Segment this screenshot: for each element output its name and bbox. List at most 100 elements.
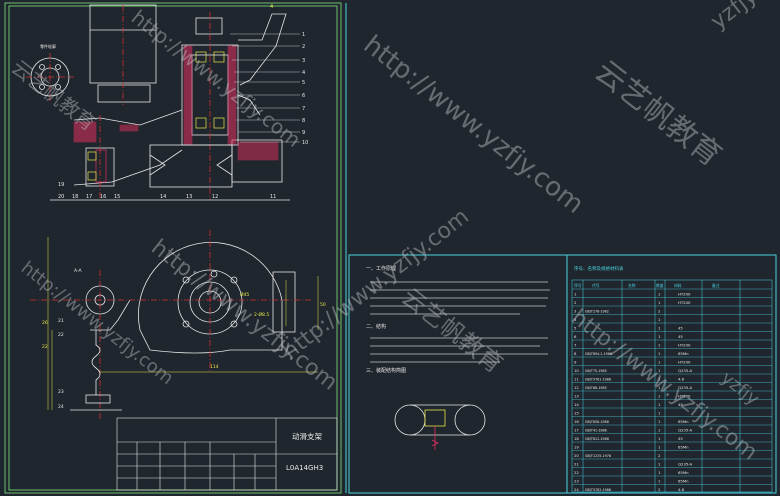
balloon: 14 xyxy=(160,194,166,200)
cell-no: 12 xyxy=(574,385,579,390)
cell-qty: 1 xyxy=(658,410,661,415)
cell-code: GB/T276-1982 xyxy=(585,309,609,313)
cell-code: GB/T5781-1986 xyxy=(585,377,611,381)
cell-no: 3 xyxy=(574,308,577,313)
cell-code: GB/T68-1985 xyxy=(585,386,607,390)
balloon: 5 xyxy=(302,80,305,86)
watermark-short: yzfjy xyxy=(706,0,762,35)
cell-qty: 1 xyxy=(658,342,661,347)
cell-qty: 1 xyxy=(658,359,661,364)
cell-no: 19 xyxy=(574,444,579,449)
cell-material: HT200 xyxy=(678,342,691,347)
cell-material: 4.8 xyxy=(678,487,685,492)
cell-material: 45 xyxy=(678,402,683,407)
cell-material: HT200 xyxy=(678,300,691,305)
front-section-view xyxy=(50,4,290,201)
cell-material: 4.8 xyxy=(678,376,685,381)
cell-no: 8 xyxy=(574,351,577,356)
balloon: 16 xyxy=(100,194,106,200)
cell-code: GB/T5782-1986 xyxy=(585,488,611,492)
pulley-face-view xyxy=(26,53,74,101)
cell-qty: 1 xyxy=(658,444,661,449)
cell-qty: 2 xyxy=(658,453,661,458)
cell-no: 21 xyxy=(574,461,579,466)
balloon: 22 xyxy=(58,332,64,338)
plan-balloons: 21 22 23 24 xyxy=(58,318,64,410)
cell-no: 1 xyxy=(574,291,577,296)
tech-heading-1: 一、工作原理 xyxy=(366,265,396,272)
cell-no: 13 xyxy=(574,393,579,398)
cell-no: 17 xyxy=(574,427,579,432)
balloon: 17 xyxy=(86,194,92,200)
cell-code: GB/T1235-1976 xyxy=(585,454,611,458)
balloon: 8 xyxy=(302,118,305,124)
section-hatches xyxy=(73,45,279,183)
cell-material: HT200 xyxy=(678,393,691,398)
parts-list-heading: 序号、名称及规格材料表 xyxy=(574,265,624,272)
cell-no: 18 xyxy=(574,436,579,441)
cell-qty: 2 xyxy=(658,308,661,313)
col-qty: 数量 xyxy=(656,283,664,288)
cell-qty: 1 xyxy=(658,427,661,432)
watermark-brand: 云艺帆教育 xyxy=(7,55,101,135)
side-view-note: 零件轮廓 xyxy=(40,43,56,49)
watermarks: http://www.yzfjy.com 云艺帆教育 yzfjy http://… xyxy=(7,0,763,465)
cell-no: 14 xyxy=(574,402,579,407)
balloon: 13 xyxy=(186,194,192,200)
cell-no: 6 xyxy=(574,334,577,339)
cell-qty: 1 xyxy=(658,402,661,407)
balloon: 7 xyxy=(302,106,305,112)
cell-material: HT200 xyxy=(678,291,691,296)
cell-no: 20 xyxy=(574,453,579,458)
cell-no: 5 xyxy=(574,325,577,330)
cell-no: 10 xyxy=(574,368,579,373)
cell-material: 45 xyxy=(678,436,683,441)
cell-qty: 1 xyxy=(658,317,661,322)
cell-qty: 1 xyxy=(658,478,661,483)
leader-lines xyxy=(230,33,300,143)
plan-dim-texts: 114 2-Ø8.5 Ø45 26 22 50 A-A xyxy=(42,268,326,370)
dim-top: 4 xyxy=(270,4,273,10)
title-drawing-no: L0A14GH3 xyxy=(286,464,323,472)
balloon: 11 xyxy=(270,194,276,200)
table-header: 序号 代号 名称 数量 材料 备注 xyxy=(574,283,720,288)
cell-no: 23 xyxy=(574,478,579,483)
assembly-sketch xyxy=(394,404,486,450)
cell-qty: 1 xyxy=(658,461,661,466)
watermark-url: http://www.yzfjy.com xyxy=(358,30,589,220)
cell-material: 65Mn xyxy=(678,444,689,449)
dim-114: 114 xyxy=(210,364,219,370)
cell-code: GB/T75-1985 xyxy=(585,369,607,373)
cell-qty: 1 xyxy=(658,436,661,441)
dim-50: 50 xyxy=(320,302,326,308)
dim-dia45: Ø45 xyxy=(240,291,249,298)
watermark-brand: 云艺帆教育 xyxy=(396,283,508,379)
balloon: 23 xyxy=(58,389,64,395)
cell-material: 65Mn xyxy=(678,478,689,483)
cell-no: 4 xyxy=(574,317,577,322)
balloon: 2 xyxy=(302,44,305,50)
col-name: 名称 xyxy=(628,283,636,288)
cell-no: 22 xyxy=(574,470,579,475)
right-sheet-frame xyxy=(345,3,777,494)
cell-no: 15 xyxy=(574,410,579,415)
balloon: 4 xyxy=(302,70,305,76)
col-no: 序号 xyxy=(574,283,582,288)
plan-dim-lines xyxy=(47,237,319,410)
cell-qty: 1 xyxy=(658,376,661,381)
cell-material: 45 xyxy=(678,325,683,330)
plan-view xyxy=(30,230,312,420)
cell-material: 65Mn xyxy=(678,351,689,356)
cell-no: 9 xyxy=(574,359,577,364)
balloon: 24 xyxy=(58,404,64,410)
cell-material: HT200 xyxy=(678,359,691,364)
cell-code: GB/T858-1988 xyxy=(585,420,609,424)
cell-qty: 1 xyxy=(658,351,661,356)
cell-qty: 1 xyxy=(658,300,661,305)
cell-qty: 1 xyxy=(658,385,661,390)
balloon: 21 xyxy=(58,318,64,324)
cell-qty: 2 xyxy=(658,487,661,492)
